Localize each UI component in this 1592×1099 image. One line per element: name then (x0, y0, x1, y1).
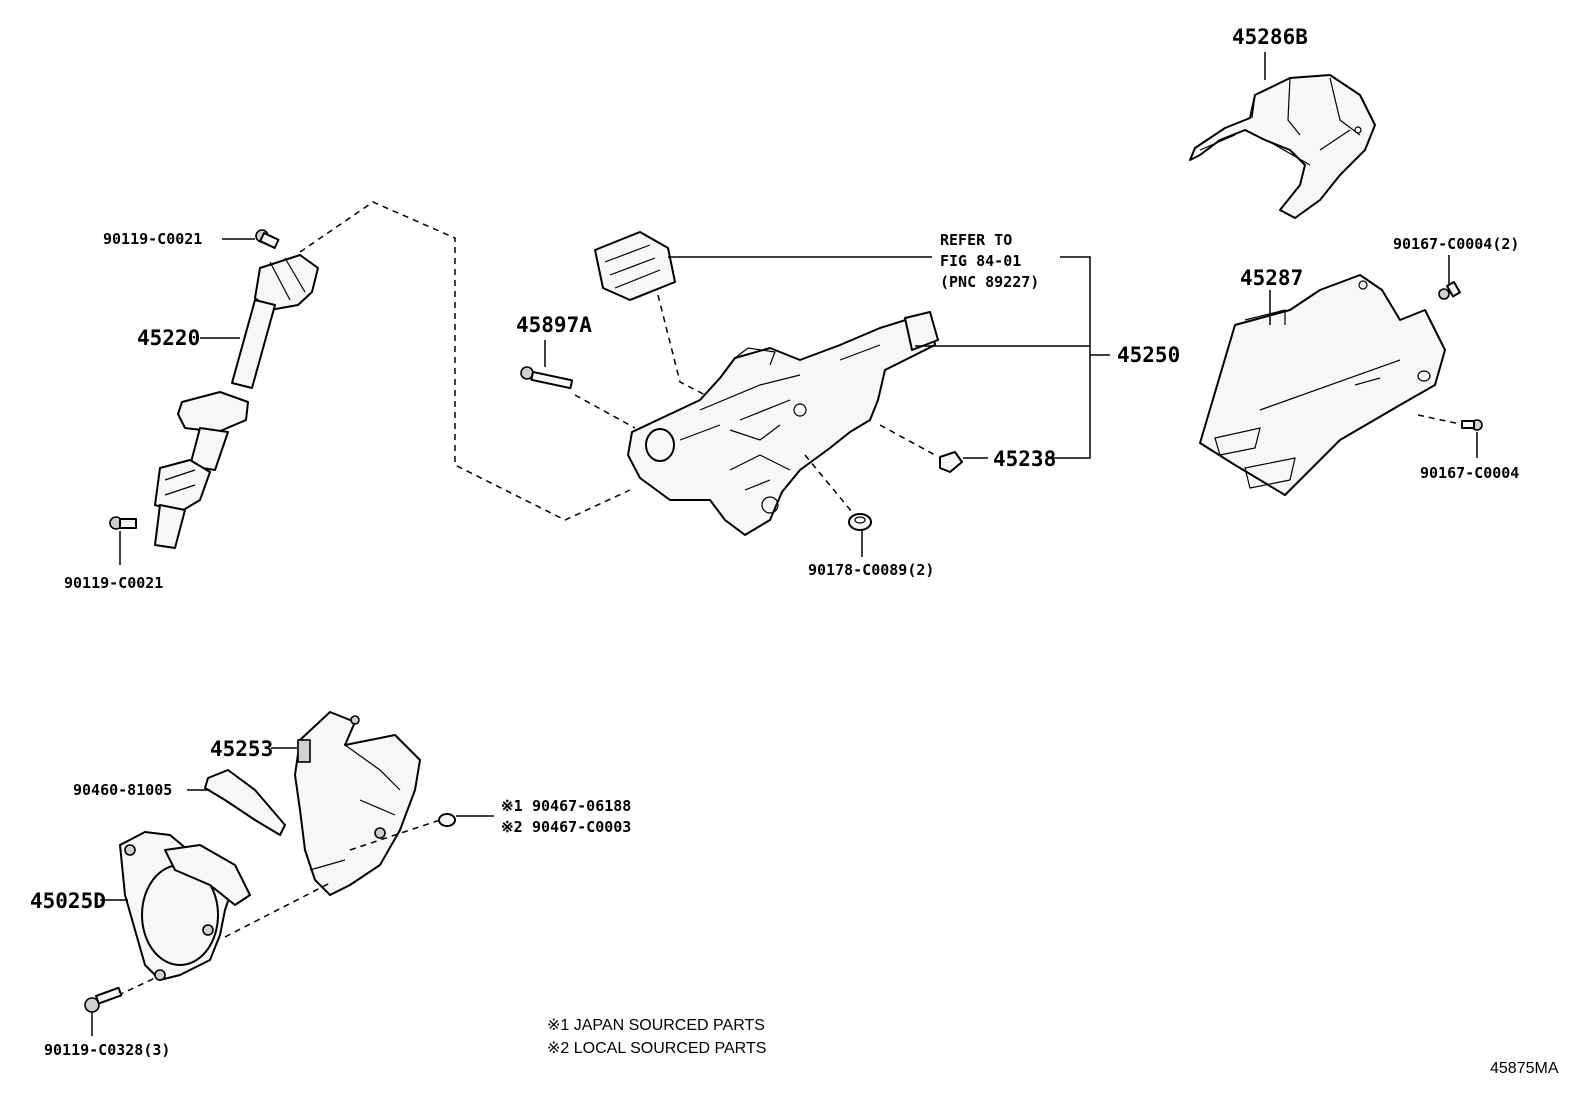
bolt-45897A[interactable] (520, 366, 574, 390)
refer-line-1: REFER TO (940, 231, 1012, 249)
label-45238: 45238 (993, 447, 1056, 471)
screw-90167-C0004-2[interactable] (1438, 281, 1461, 300)
label-45287: 45287 (1240, 266, 1303, 290)
dashed-link-90119-C0328 (107, 977, 156, 1001)
bolt-90119-C0021-top[interactable] (255, 229, 280, 249)
dashed-link-module (657, 294, 716, 401)
nut-90178-C0089[interactable] (848, 513, 872, 531)
label-90167-C0004-2: 90167-C0004(2) (1393, 235, 1519, 253)
steering-column-45250[interactable] (627, 311, 939, 536)
dashed-link-45238 (879, 424, 936, 456)
label-90467-C0003: 90467-C0003 (532, 818, 631, 836)
label-90167-C0004: 90167-C0004 (1420, 464, 1519, 482)
label-45253: 45253 (210, 737, 273, 761)
dashed-link-shaft-to-column (299, 201, 631, 521)
lower-column-cover-45287[interactable] (1199, 274, 1446, 496)
bolt-90119-C0328[interactable] (84, 986, 123, 1013)
label-90178: 90178-C0089(2) (808, 561, 934, 579)
dashed-link-90167 (1417, 414, 1461, 425)
bracket-45250 (1048, 256, 1091, 459)
label-45897A: 45897A (516, 313, 592, 337)
screw-90167-C0004[interactable] (1461, 419, 1483, 431)
note-local-sourced: ※2 LOCAL SOURCED PARTS (547, 1040, 766, 1057)
label-45025D: 45025D (30, 889, 106, 913)
bolt-90119-C0021-bottom[interactable] (109, 516, 137, 530)
column-hole-cover-45025D[interactable] (119, 831, 251, 981)
note-japan-sourced: ※1 JAPAN SOURCED PARTS (547, 1017, 765, 1034)
upper-column-cover-45286B[interactable] (1189, 74, 1376, 219)
mark-90467-1: ※1 (501, 797, 523, 815)
clip-90467[interactable] (438, 813, 456, 827)
column-hole-cover-45253[interactable] (294, 711, 421, 896)
intermediate-shaft-45220[interactable] (154, 254, 319, 549)
dashed-link-90178 (804, 454, 853, 513)
refer-line-2: FIG 84-01 (940, 252, 1021, 270)
clip-45238[interactable] (939, 451, 963, 473)
label-45250: 45250 (1117, 343, 1180, 367)
label-90119-C0021-top: 90119-C0021 (103, 230, 202, 248)
label-90460-81005: 90460-81005 (73, 781, 172, 799)
dashed-link-lower (224, 819, 441, 938)
label-90119-C0328: 90119-C0328(3) (44, 1041, 170, 1059)
dashed-link-45897A (574, 394, 636, 429)
refer-line-3: (PNC 89227) (940, 273, 1039, 291)
ring-90460-81005[interactable] (204, 769, 286, 836)
figure-id: 45875MA (1490, 1060, 1559, 1077)
mark-90467-2: ※2 (501, 818, 523, 836)
label-90467-06188: 90467-06188 (532, 797, 631, 815)
label-45220: 45220 (137, 326, 200, 350)
label-45286B: 45286B (1232, 25, 1308, 49)
module-89227[interactable] (594, 231, 676, 301)
label-90119-C0021-bottom: 90119-C0021 (64, 574, 163, 592)
